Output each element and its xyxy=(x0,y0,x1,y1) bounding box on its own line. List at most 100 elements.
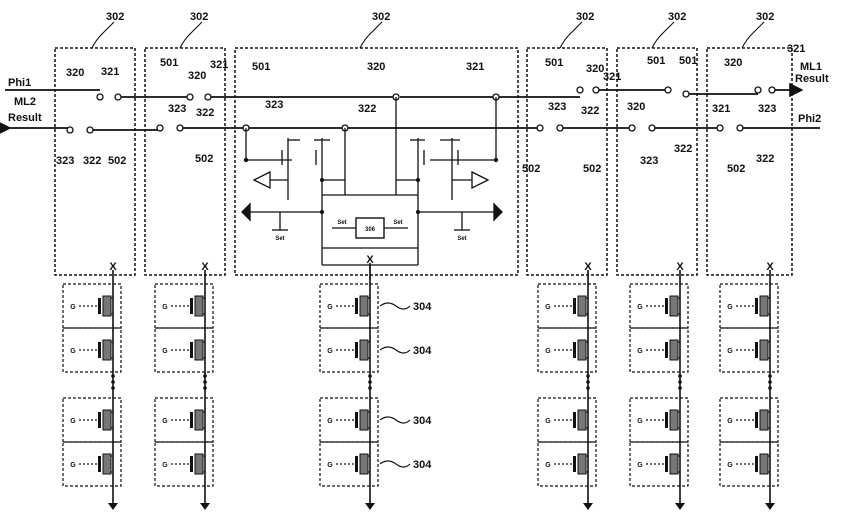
gate-label: G xyxy=(70,418,76,425)
gate-label: G xyxy=(727,462,733,469)
callout-321-a: 321 xyxy=(101,66,119,78)
set-label-3: Set xyxy=(337,220,346,226)
cell-boxes xyxy=(54,47,793,276)
callout-322-a: 322 xyxy=(196,107,214,119)
callout-302-3: 302 xyxy=(372,11,390,23)
callout-320-f: 320 xyxy=(724,57,742,69)
ml1-label: ML1 xyxy=(800,61,822,73)
memory-cell: G xyxy=(629,283,689,329)
set-label-2: Set xyxy=(457,236,466,242)
callout-323-c: 323 xyxy=(548,101,566,113)
gate-label: G xyxy=(545,462,551,469)
gate-label: G xyxy=(545,418,551,425)
x-label-5: X xyxy=(676,261,684,273)
callout-320-c: 320 xyxy=(367,61,385,73)
phi2-label: Phi2 xyxy=(798,113,821,125)
memory-cell: G xyxy=(537,397,597,443)
callout-501-e: 501 xyxy=(679,55,697,67)
gate-label: G xyxy=(327,304,333,311)
callout-323-a: 323 xyxy=(168,103,186,115)
callout-502-d: 502 xyxy=(583,163,601,175)
memory-cell: G xyxy=(629,397,689,443)
callout-321-b: 321 xyxy=(210,59,228,71)
ml2-label: ML2 xyxy=(14,96,36,108)
callout-501-a: 501 xyxy=(160,57,178,69)
transistor-column: G G G G xyxy=(62,270,122,510)
cell-callouts xyxy=(91,21,765,49)
callout-502-e: 502 xyxy=(727,163,745,175)
cell-box-3 xyxy=(234,47,519,276)
callout-302-5: 302 xyxy=(668,11,686,23)
gate-label: G xyxy=(545,348,551,355)
memory-cell: G xyxy=(319,283,379,329)
callout-302-1: 302 xyxy=(106,11,124,23)
callout-323-b: 323 xyxy=(265,99,283,111)
memory-cell: G xyxy=(154,397,214,443)
cell-box-6 xyxy=(706,47,793,276)
callout-320-d: 320 xyxy=(586,63,604,75)
memory-cell: G xyxy=(537,327,597,373)
set-label-1: Set xyxy=(275,236,284,242)
gate-label: G xyxy=(727,348,733,355)
amp-box-label: 306 xyxy=(365,227,376,233)
memory-cell: G xyxy=(719,327,779,373)
gate-label: G xyxy=(162,462,168,469)
memory-cell: G xyxy=(62,441,122,487)
callout-501-c: 501 xyxy=(545,57,563,69)
memory-cell: G xyxy=(62,283,122,329)
memory-cell: G xyxy=(629,441,689,487)
x-label-4: X xyxy=(584,261,592,273)
callout-302-6: 302 xyxy=(756,11,774,23)
gate-label: G xyxy=(327,348,333,355)
callout-322-e: 322 xyxy=(674,143,692,155)
gate-label: G xyxy=(727,418,733,425)
callout-502-c: 502 xyxy=(522,163,540,175)
gate-label: G xyxy=(162,304,168,311)
cell-box-1 xyxy=(54,47,136,276)
gate-label: G xyxy=(70,304,76,311)
callout-320-e: 320 xyxy=(627,101,645,113)
junction-dots xyxy=(243,157,499,214)
cell-box-5 xyxy=(616,47,698,276)
gate-label: G xyxy=(637,418,643,425)
memory-cell: G xyxy=(537,441,597,487)
callout-320-b: 320 xyxy=(188,70,206,82)
callout-302-2: 302 xyxy=(190,11,208,23)
callout-321-f: 321 xyxy=(712,103,730,115)
amp-box xyxy=(355,217,385,239)
transistor-column: G G G G xyxy=(719,270,779,510)
gate-label: G xyxy=(70,348,76,355)
callout-322-f: 322 xyxy=(756,153,774,165)
callout-321-e: 321 xyxy=(787,43,805,55)
callout-304-4: 304 xyxy=(413,459,432,471)
callout-501-b: 501 xyxy=(252,61,270,73)
gate-label: G xyxy=(637,462,643,469)
memory-cell: G xyxy=(719,283,779,329)
callout-322-d: 322 xyxy=(83,155,101,167)
gate-label: G xyxy=(162,348,168,355)
callout-321-d: 321 xyxy=(603,71,621,83)
callout-322-c: 322 xyxy=(581,105,599,117)
callout-304-3: 304 xyxy=(413,415,432,427)
callout-304-2: 304 xyxy=(413,345,432,357)
gate-label: G xyxy=(70,462,76,469)
callout-323-f: 323 xyxy=(758,103,776,115)
memory-cell: G xyxy=(319,441,379,487)
transistor-column: G G G G xyxy=(154,270,214,510)
sense-amplifier xyxy=(241,97,503,280)
memory-cell: G xyxy=(154,327,214,373)
result-left-label: Result xyxy=(8,112,42,124)
gate-label: G xyxy=(327,462,333,469)
x-label-1: X xyxy=(109,261,117,273)
callout-321-c: 321 xyxy=(466,61,484,73)
memory-cell: G xyxy=(719,397,779,443)
callout-323-e: 323 xyxy=(640,155,658,167)
callout-304-1: 304 xyxy=(413,301,432,313)
gate-label: G xyxy=(637,304,643,311)
